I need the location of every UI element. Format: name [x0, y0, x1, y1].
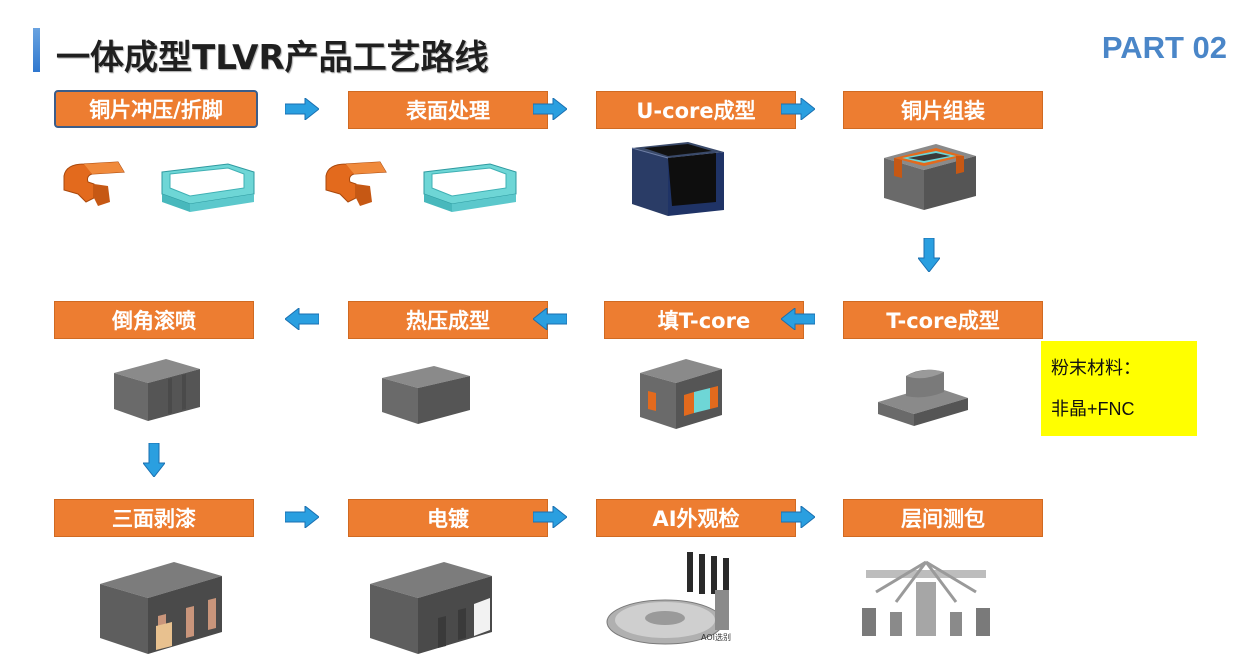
step-surface-treatment: 表面处理 [348, 91, 548, 129]
filled-t-core-image [636, 355, 726, 433]
step-fill-t-core: 填T-core [604, 301, 804, 339]
aoi-caption: AOI选别 [701, 633, 731, 642]
note-line-1: 粉末材料： [1051, 358, 1141, 379]
arrow-right-icon [285, 98, 319, 120]
step-copper-stamping: 铜片冲压/折脚 [54, 90, 258, 128]
step-u-core-forming: U-core成型 [596, 91, 796, 129]
note-line-2: 非晶+FNC [1051, 399, 1135, 419]
plated-block-image [366, 558, 496, 658]
step-interlayer-test: 层间测包 [843, 499, 1043, 537]
arrow-down-icon [918, 238, 940, 272]
u-core-image [628, 140, 728, 218]
step-electroplating: 电镀 [348, 499, 548, 537]
chamfered-block-image [108, 355, 203, 425]
treated-copper-clip-image [320, 150, 520, 220]
arrow-right-icon [781, 98, 815, 120]
arrow-left-icon [285, 308, 319, 330]
stripped-block-image [96, 558, 226, 658]
title-accent-bar [33, 28, 40, 72]
step-copper-assembly: 铜片组装 [843, 91, 1043, 129]
arrow-left-icon [781, 308, 815, 330]
step-three-side-strip: 三面剥漆 [54, 499, 254, 537]
arrow-right-icon [533, 98, 567, 120]
arrow-left-icon [533, 308, 567, 330]
step-chamfer-spray: 倒角滚喷 [54, 301, 254, 339]
copper-assembly-image [880, 140, 980, 218]
page-title: 一体成型TLVR产品工艺路线 [56, 38, 489, 78]
arrow-down-icon [143, 443, 165, 477]
part-label: PART 02 [1101, 30, 1227, 65]
hot-pressed-block-image [378, 362, 473, 428]
step-hot-press: 热压成型 [348, 301, 548, 339]
arrow-right-icon [533, 506, 567, 528]
arrow-right-icon [285, 506, 319, 528]
step-t-core-forming: T-core成型 [843, 301, 1043, 339]
powder-material-note: 粉末材料： 非晶+FNC [1041, 341, 1197, 436]
copper-clip-image [58, 150, 258, 220]
step-ai-inspection: AI外观检 [596, 499, 796, 537]
interlayer-test-machine-image [856, 552, 996, 642]
aoi-machine-image: AOI选别 [603, 550, 743, 650]
arrow-right-icon [781, 506, 815, 528]
t-core-image [872, 362, 972, 432]
